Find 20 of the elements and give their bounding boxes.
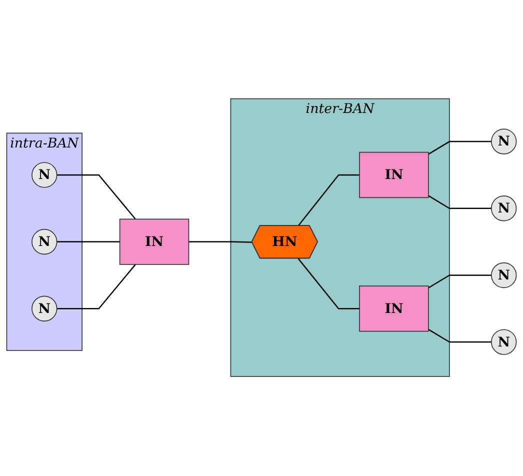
connector — [56, 264, 136, 310]
node-box: IN — [359, 286, 429, 332]
node-circle: N — [32, 162, 58, 188]
connector — [428, 141, 492, 156]
connector — [428, 275, 492, 289]
node-circle: N — [490, 196, 517, 222]
node-box: IN — [119, 219, 190, 266]
node-circle: N — [32, 296, 58, 322]
connector — [56, 174, 136, 220]
connector — [188, 242, 252, 244]
connector — [56, 242, 120, 243]
connector — [428, 329, 492, 344]
connector — [298, 258, 360, 310]
node-circle: N — [490, 129, 517, 155]
connector — [298, 174, 360, 227]
node-circle: N — [32, 229, 58, 256]
node-box: IN — [359, 152, 429, 198]
connector — [428, 196, 492, 210]
node-circle: N — [490, 262, 517, 288]
node-circle: N — [490, 330, 517, 356]
